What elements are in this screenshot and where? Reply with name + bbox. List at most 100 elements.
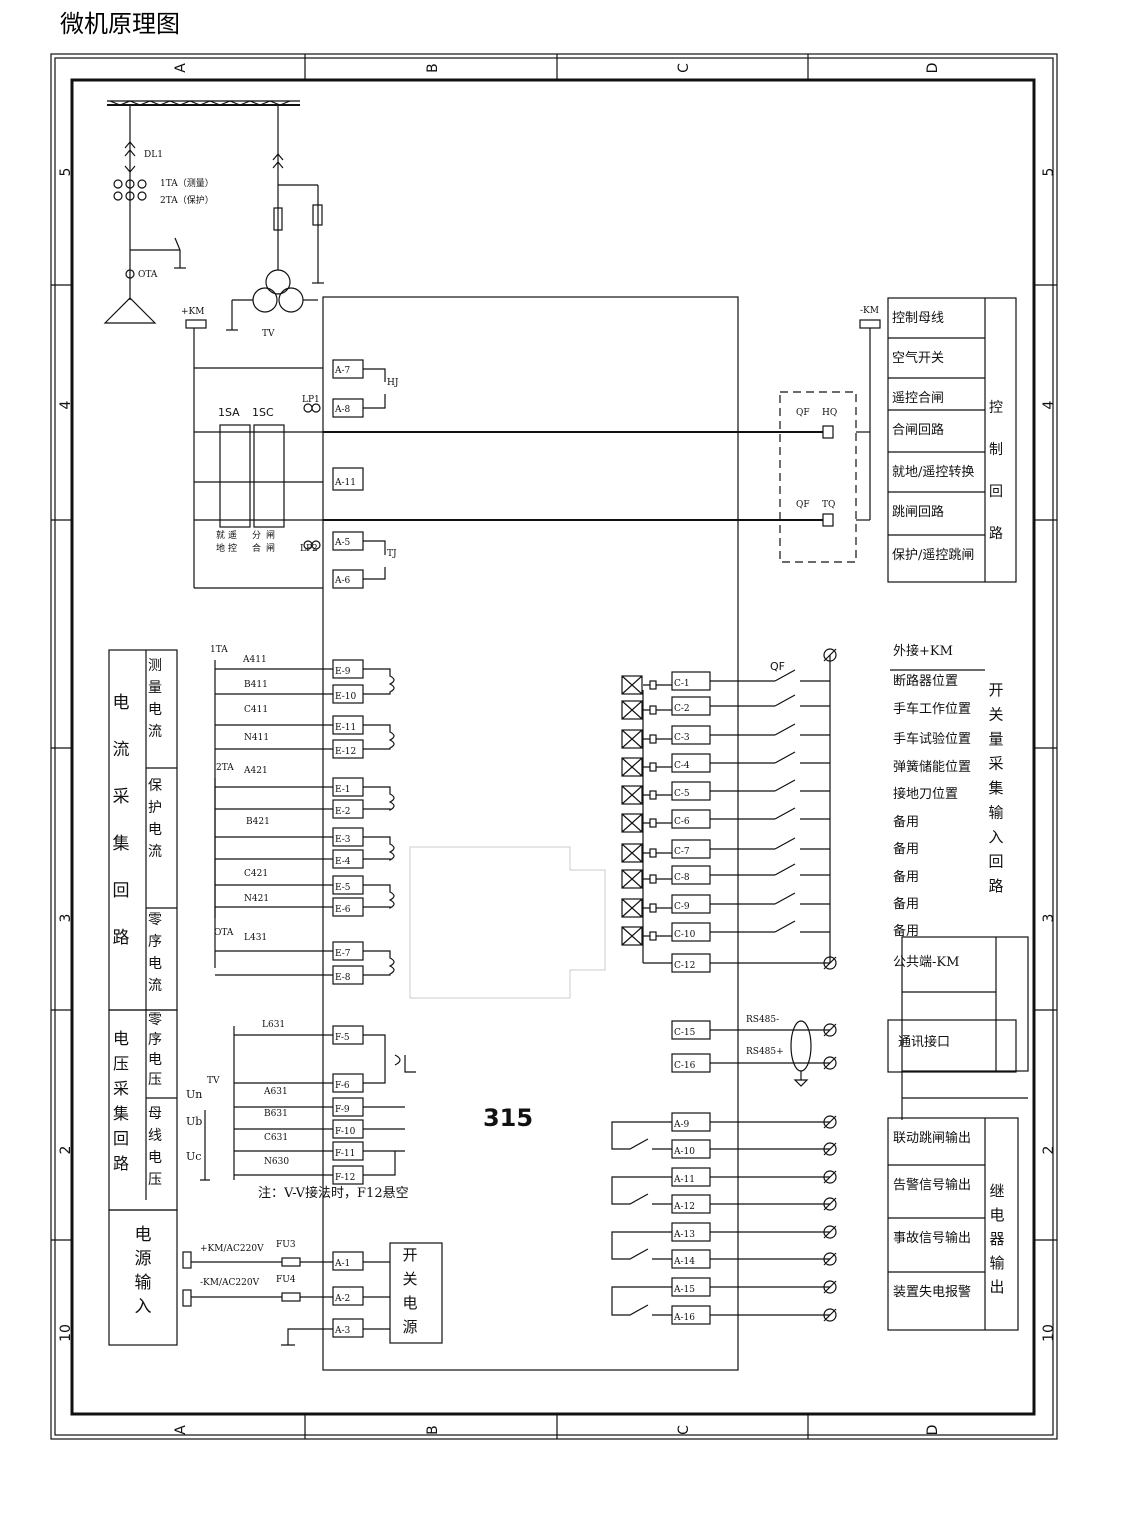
device-inner-window (409, 846, 606, 999)
binary-side-5: 输 (988, 804, 1003, 822)
power-terminal-A-1-box (332, 1251, 364, 1271)
control-sub-5: 合 (252, 542, 261, 554)
binary-row-9: 备用 (893, 923, 919, 939)
power-group-2: 输 (135, 1273, 152, 1293)
current-sub3-3: 流 (148, 978, 162, 994)
voltage-terminal-F-12: F-12 (335, 1173, 355, 1183)
primary-circuit (103, 100, 324, 331)
current-wire-A421: A421 (243, 766, 268, 776)
relay-side-0: 继 (989, 1182, 1004, 1200)
current-sub3-0: 零 (148, 912, 162, 928)
current-terminal-E-1-box (332, 777, 364, 797)
frame-col-top-C: C (676, 63, 692, 73)
frame-col-bottom-D: D (925, 1425, 941, 1436)
relay-row-3: 装置失电报警 (893, 1284, 971, 1300)
km-plus-label: +KM (181, 307, 204, 317)
relay-side-3: 输 (989, 1254, 1004, 1272)
relay-output-wiring (611, 1115, 837, 1322)
relay-terminal-A-9: A-9 (673, 1120, 690, 1130)
qf-tq-tq: TQ (822, 500, 835, 510)
current-terminal-E-11-box (332, 715, 364, 735)
qf-hq-qf: QF (796, 408, 810, 418)
current-sub1-0: 测 (148, 658, 162, 674)
voltage-terminal-F-9-box (332, 1097, 364, 1117)
binary-terminal-C-7: C-7 (674, 847, 690, 857)
frame-row-left-1: 4 (58, 400, 74, 409)
current-wire-C411: C411 (244, 705, 268, 715)
current-terminals: E-9E-10E-11E-12E-1E-2E-3E-4E-5E-6E-7E-8 (332, 659, 364, 985)
frame-row-left-0: 5 (58, 168, 74, 177)
outer-frame (50, 53, 1058, 1440)
frame-col-bottom-C: C (676, 1425, 692, 1435)
voltage-group-1: 压 (113, 1054, 129, 1073)
control-side-2: 回 (989, 484, 1003, 500)
current-sub3-2: 电 (148, 956, 162, 972)
relay-terminal-A-12-box (671, 1194, 711, 1214)
frame-row-left-4: 10 (58, 1324, 74, 1342)
relay-terminal-A-13: A-13 (673, 1230, 695, 1240)
binary-row-5: 备用 (893, 814, 919, 830)
comm-wiring (702, 936, 1029, 1120)
tv-label: TV (262, 329, 275, 339)
comm-terminal-C-16-box (671, 1053, 711, 1073)
binary-terminal-C-1-box (671, 671, 711, 691)
binary-terminal-C-8: C-8 (674, 873, 690, 883)
comm-terminals: C-15C-16 (671, 1020, 837, 1073)
relay-terminal-A-16-box (671, 1305, 711, 1325)
relay-terminal-A-13-box (671, 1222, 711, 1242)
current-sub2-1: 护 (148, 800, 162, 816)
tv-volt: TV (207, 1076, 220, 1086)
control-terminal-A-5: A-5 (334, 538, 351, 548)
current-wire-B421: B421 (246, 817, 270, 827)
fu3-label: FU3 (276, 1240, 296, 1250)
binary-terminal-C-9: C-9 (674, 902, 690, 912)
binary-terminal-C-6: C-6 (674, 817, 690, 827)
voltage-sub1-3: 压 (148, 1072, 162, 1088)
current-terminal-E-12: E-12 (335, 747, 356, 757)
voltage-sub2-3: 压 (148, 1172, 162, 1188)
current-wire-C421: C421 (244, 869, 268, 879)
frame-col-bottom-A: A (173, 1425, 189, 1435)
relay-row-0: 联动跳闸输出 (893, 1130, 971, 1146)
voltage-phase-Ub: Ub (186, 1115, 202, 1128)
control-row-6: 保护/遥控跳闸 (892, 548, 974, 563)
power-box-3: 源 (402, 1318, 417, 1336)
voltage-wire-N630: N630 (264, 1157, 289, 1167)
current-sub2-0: 保 (148, 778, 162, 794)
voltage-group-4: 回 (113, 1129, 129, 1148)
voltage-terminal-F-11-box (332, 1141, 364, 1161)
voltage-wire-A631: A631 (263, 1087, 288, 1097)
frame-row-right-3: 2 (1041, 1146, 1057, 1155)
frame-col-bottom-B: B (425, 1425, 441, 1435)
current-wire-N421: N421 (244, 894, 269, 904)
relay-terminal-A-11: A-11 (673, 1175, 695, 1185)
power-terminal-A-1: A-1 (334, 1259, 350, 1269)
ta1-cur: 1TA (210, 645, 228, 655)
voltage-phase-Un: Un (186, 1088, 202, 1101)
voltage-sub2-1: 线 (148, 1128, 162, 1144)
current-terminal-E-8-box (332, 965, 364, 985)
frame-col-top-B: B (425, 63, 441, 73)
relay-terminal-A-10: A-10 (673, 1147, 695, 1157)
lp1-label: LP1 (302, 395, 320, 405)
voltage-terminal-F-6: F-6 (335, 1081, 350, 1091)
relay-side-4: 出 (989, 1278, 1004, 1296)
current-terminal-E-4: E-4 (335, 857, 351, 867)
voltage-terminal-F-5-box (332, 1025, 364, 1045)
voltage-sub1-1: 序 (148, 1032, 162, 1048)
binary-terminal-C-4: C-4 (674, 761, 690, 771)
current-terminal-E-8: E-8 (335, 973, 351, 983)
current-sub2-3: 流 (148, 844, 162, 860)
binary-terminal-C-7-box (671, 839, 711, 859)
lp2-label: LP2 (300, 544, 318, 554)
control-terminal-label-A-6: A-6 (334, 576, 351, 586)
control-terminal-label-A-8: A-8 (334, 405, 351, 415)
binary-common: 公共端-KM (893, 955, 959, 970)
